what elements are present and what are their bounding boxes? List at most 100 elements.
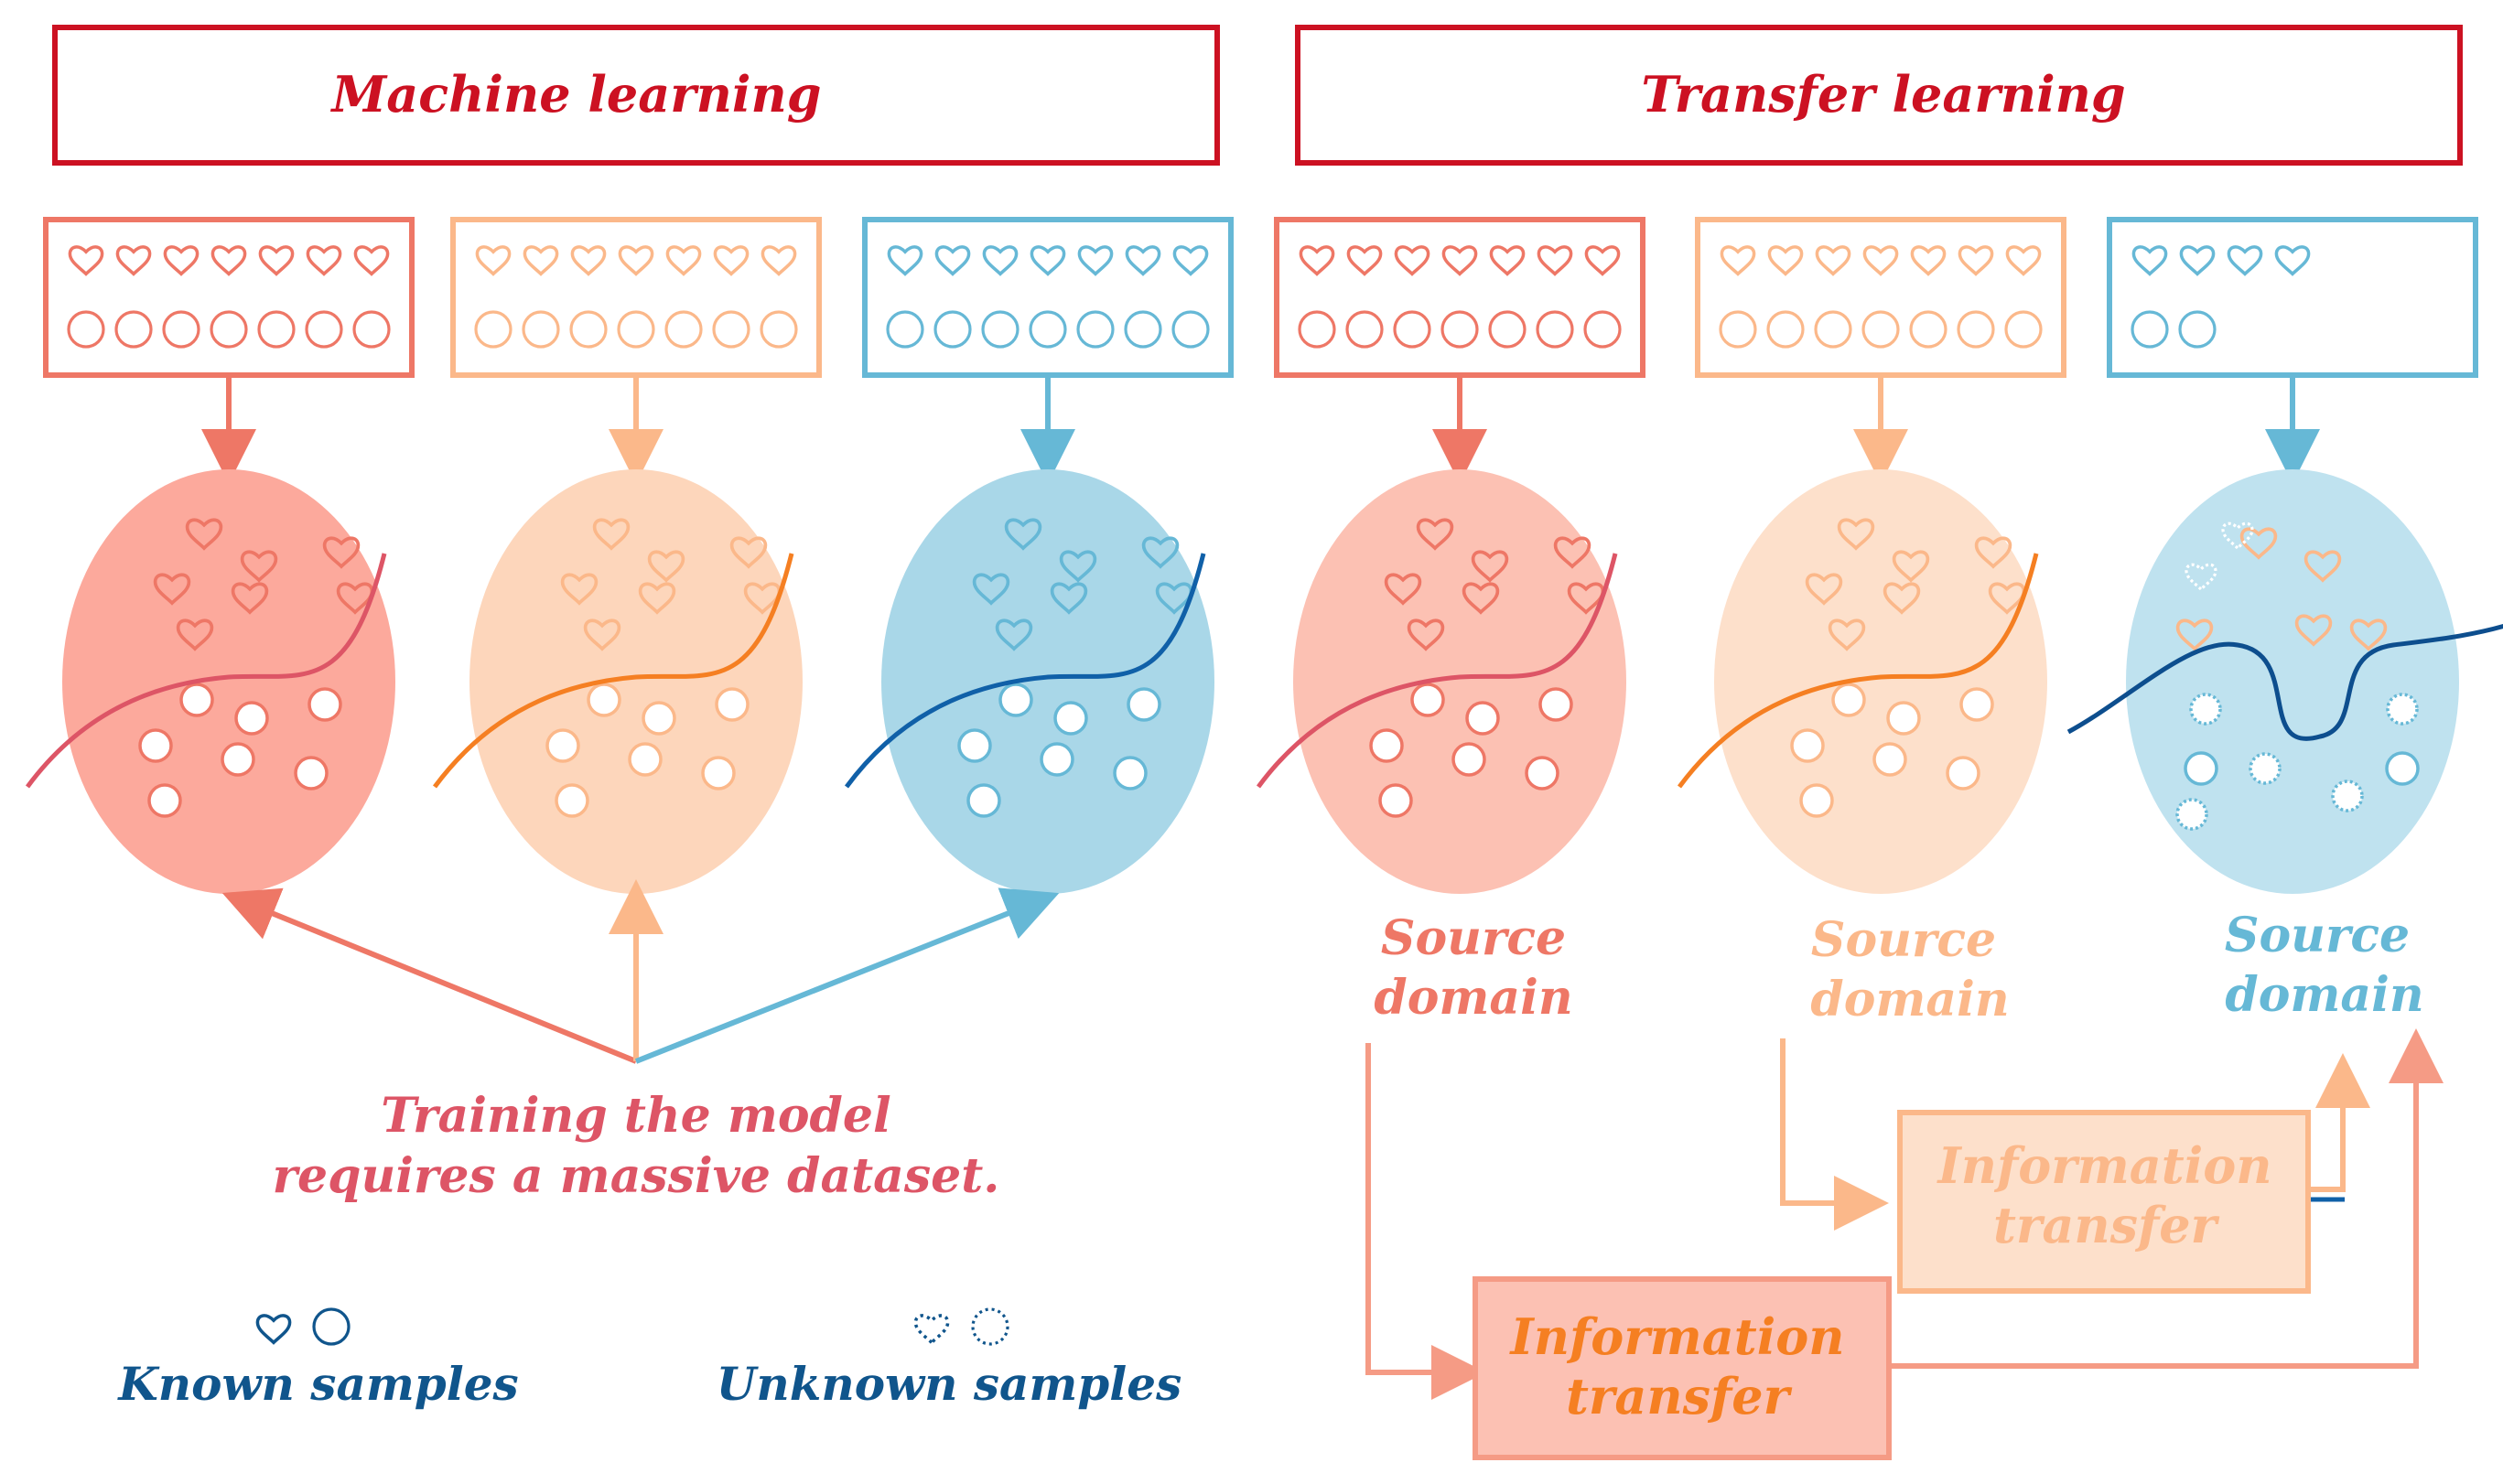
dataset-circle-icon — [569, 310, 608, 349]
sample-circle-icon — [1946, 756, 1980, 790]
decision-curve — [1677, 553, 2039, 789]
sample-circle-icon — [221, 742, 255, 777]
panel-3 — [844, 217, 1234, 894]
sample-circle-icon — [1959, 687, 1994, 722]
domain-label-4: Source domain — [1374, 910, 1572, 1026]
unknown-circle-icon — [2175, 798, 2208, 831]
domain-label-6-line-1: Source — [2225, 908, 2410, 963]
unknown-circle-icon — [2249, 752, 2282, 785]
sample-circle-icon — [147, 783, 182, 818]
domain-label-5-line-1: Source — [1811, 912, 1996, 968]
dataset-circle-icon — [1345, 310, 1384, 349]
sample-circle-icon — [1538, 687, 1573, 722]
legend-unknown-label: Unknown samples — [717, 1357, 1181, 1411]
dataset-circle-icon — [257, 310, 296, 349]
unknown-circle-icon — [2331, 780, 2364, 812]
lower-information-transfer-box: Information transfer — [1473, 1276, 1892, 1460]
dataset-circle-icon — [1029, 310, 1067, 349]
dataset-circle-icon — [1719, 310, 1757, 349]
dataset-circle-icon — [522, 310, 560, 349]
sample-circle-icon — [1369, 728, 1404, 763]
legend-unknown-circle-icon — [971, 1307, 1009, 1346]
domain-label-5-line-2: domain — [1810, 972, 2009, 1027]
dataset-box — [43, 217, 415, 378]
caption-line-2: requires a massive dataset. — [273, 1148, 1000, 1204]
dataset-circle-icon — [352, 310, 391, 349]
connector-lower-transfer-to-target — [1891, 1028, 2444, 1369]
legend-known-label: Known samples — [116, 1357, 518, 1411]
training-arrow-blue — [634, 887, 1060, 1064]
sample-circle-icon — [555, 783, 589, 818]
sample-circle-icon — [587, 683, 621, 717]
panels — [25, 217, 2503, 894]
domain-label-6: Source domain — [2225, 908, 2424, 1023]
panel-4 — [1256, 217, 1645, 894]
training-arrow-red — [221, 887, 638, 1064]
dataset-circle-icon — [1536, 310, 1574, 349]
sample-circle-icon — [642, 701, 676, 736]
legend-known-heart-icon — [255, 1314, 292, 1345]
sample-circle-icon — [1040, 742, 1074, 777]
sample-circle-icon — [1410, 683, 1445, 717]
sample-circle-icon — [628, 742, 663, 777]
domain-ellipse — [1714, 469, 2047, 894]
legend-known-circle-icon — [312, 1307, 351, 1346]
upper-information-transfer-box: Information transfer — [1897, 1110, 2311, 1294]
dataset-circle-icon — [210, 310, 248, 349]
dataset-circle-icon — [1909, 310, 1947, 349]
panel-6 — [2066, 217, 2503, 894]
dataset-circle-icon — [712, 310, 750, 349]
domain-label-6-line-2: domain — [2225, 967, 2423, 1023]
dataset-circle-icon — [67, 310, 105, 349]
dataset-circle-icon — [1957, 310, 1995, 349]
panel-2 — [432, 217, 822, 894]
lower-transfer-line-2: transfer — [1566, 1367, 1793, 1425]
legend-known: Known samples — [116, 1307, 519, 1411]
caption-line-1: Training the model — [381, 1088, 891, 1144]
dataset-box — [2107, 217, 2478, 378]
legend-unknown-heart-icon — [913, 1314, 950, 1345]
dataset-circle-icon — [664, 310, 703, 349]
sample-circle-icon — [1872, 742, 1907, 777]
connector-upper-transfer-to-target — [2308, 1053, 2370, 1192]
decision-curve — [2066, 623, 2503, 741]
dataset-box — [862, 217, 1234, 378]
domain-label-4-line-1: Source — [1381, 910, 1566, 966]
dataset-circle-icon — [886, 310, 924, 349]
domain-ellipse — [469, 469, 803, 894]
sample-circle-icon — [545, 728, 580, 763]
dataset-circle-icon — [981, 310, 1020, 349]
sample-circle-icon — [957, 728, 992, 763]
sample-circle-icon — [1525, 756, 1559, 790]
sample-circle-icon — [998, 683, 1033, 717]
dataset-circle-icon — [1488, 310, 1527, 349]
domain-ellipse — [881, 469, 1214, 894]
sample-circle-icon — [1799, 783, 1834, 818]
header-transfer-learning-text: Transfer learning — [1641, 65, 2125, 124]
lower-transfer-line-1: Information — [1508, 1307, 1844, 1366]
domain-ellipse — [62, 469, 395, 894]
decision-curve — [25, 553, 387, 789]
dataset-circle-icon — [1076, 310, 1115, 349]
dataset-box — [1695, 217, 2066, 378]
header-machine-learning: Machine learning — [52, 25, 1220, 166]
upper-transfer-line-2: transfer — [1993, 1196, 2220, 1254]
sample-circle-icon — [1886, 701, 1921, 736]
training-arrows — [221, 879, 1060, 1064]
sample-circle-icon — [1378, 783, 1413, 818]
sample-circle-icon — [1127, 687, 1161, 722]
dataset-circle-icon — [1440, 310, 1479, 349]
domain-ellipse — [1293, 469, 1626, 894]
sample-circle-icon — [1465, 701, 1500, 736]
sample-circle-icon — [1451, 742, 1486, 777]
dataset-circle-icon — [1124, 310, 1162, 349]
sample-circle-icon — [179, 683, 214, 717]
sample-circle-icon — [715, 687, 750, 722]
dataset-circle-icon — [2004, 310, 2043, 349]
connector-source-5-to-upper-transfer — [1780, 1038, 1889, 1231]
dataset-circle-icon — [2131, 310, 2169, 349]
dataset-circle-icon — [1393, 310, 1431, 349]
dataset-circle-icon — [1814, 310, 1852, 349]
sample-circle-icon — [966, 783, 1001, 818]
